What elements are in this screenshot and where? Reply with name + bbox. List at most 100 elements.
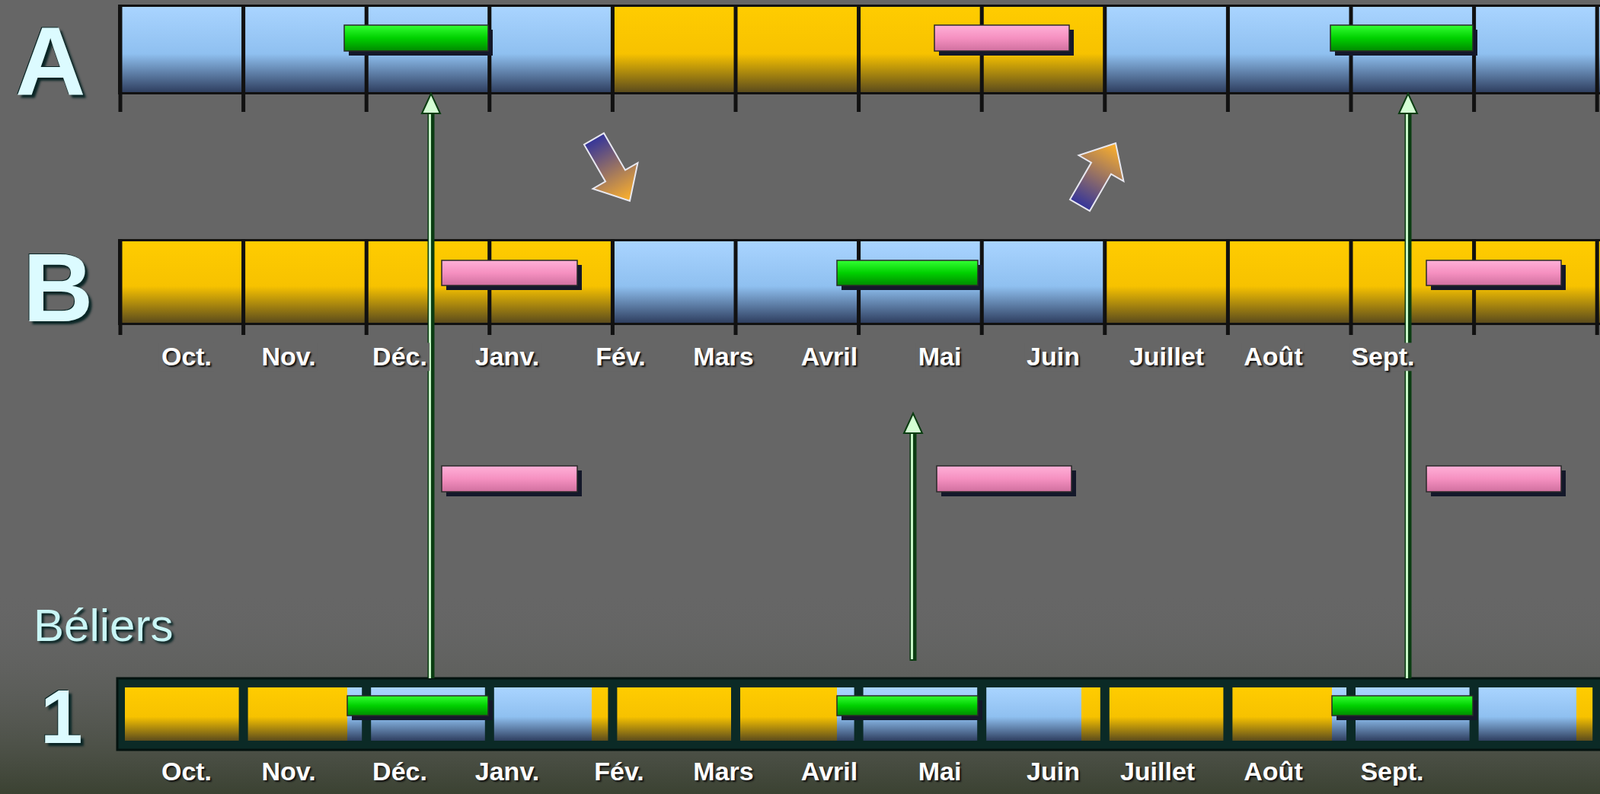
month-cell <box>1229 241 1350 323</box>
rams-cell <box>1232 687 1332 741</box>
month-label: Août <box>1241 342 1305 371</box>
rams-cell <box>494 687 592 741</box>
month-label: Mai <box>916 342 965 371</box>
rams-cell <box>1478 687 1577 741</box>
rams-cell <box>1109 687 1224 741</box>
month-tick <box>1102 6 1107 112</box>
month-tick <box>1595 241 1600 336</box>
month-label: Déc. <box>370 342 430 371</box>
green-period <box>1331 696 1473 716</box>
green-period <box>347 696 489 716</box>
month-tick <box>1349 6 1354 112</box>
month-label: Mars <box>690 342 756 371</box>
month-label: Août <box>1241 757 1305 786</box>
month-tick <box>1102 241 1107 336</box>
month-tick <box>1472 6 1476 112</box>
month-cell <box>613 6 735 93</box>
month-cell <box>613 241 735 323</box>
arrow-highlight <box>910 430 914 660</box>
group-heading: Béliers <box>33 603 173 649</box>
rams-cell <box>1081 687 1101 741</box>
green-period <box>1330 25 1473 52</box>
month-label: Juillet <box>1117 757 1198 786</box>
rams-cell <box>591 687 608 741</box>
row-letter: 1 <box>40 678 84 755</box>
rams-cell <box>1576 687 1593 741</box>
month-cell <box>1106 241 1227 323</box>
month-tick <box>734 241 738 336</box>
row-letter: A <box>15 12 86 111</box>
arrow-head <box>903 413 923 434</box>
pink-period <box>441 466 578 492</box>
month-tick <box>734 6 738 112</box>
month-cell <box>121 6 243 93</box>
month-cell <box>491 6 612 93</box>
arrow-head <box>1398 93 1418 114</box>
month-label: Oct. <box>159 757 214 786</box>
month-cell <box>983 241 1104 323</box>
month-label: Oct. <box>159 342 214 371</box>
month-label: Juin <box>1024 342 1083 371</box>
month-tick <box>364 6 369 112</box>
vertical-arrow <box>1398 93 1418 679</box>
rams-cell <box>616 687 732 741</box>
month-label: Avril <box>798 342 860 371</box>
month-cell <box>1475 6 1597 93</box>
pink-period <box>1426 260 1562 286</box>
month-label: Fév. <box>591 757 647 786</box>
season-arrow-up <box>1057 130 1139 218</box>
month-tick <box>1226 241 1230 336</box>
month-tick <box>118 6 123 112</box>
month-label: Nov. <box>258 757 318 786</box>
rams-cell <box>740 687 837 741</box>
month-tick <box>980 6 984 112</box>
arrow-shaft <box>910 430 917 662</box>
month-label: Mars <box>690 757 756 786</box>
month-label: Sept. <box>1357 757 1426 786</box>
month-label: Mai <box>916 757 965 786</box>
month-tick <box>241 241 246 336</box>
band-b <box>118 239 1600 336</box>
pink-period <box>936 466 1072 492</box>
month-label: Fév. <box>593 342 649 371</box>
season-arrow-down <box>571 125 653 214</box>
arrow-shaft <box>1405 110 1412 679</box>
pink-period <box>1426 466 1562 492</box>
rams-cell <box>986 687 1082 741</box>
rams-band: Béliers1 <box>117 678 1600 751</box>
month-tick <box>118 241 123 336</box>
month-tick <box>610 6 615 112</box>
calendar-band: A <box>120 5 1600 94</box>
calendar-band: B <box>120 239 1600 325</box>
month-label: Janv. <box>472 342 542 371</box>
month-label: Nov. <box>258 342 318 371</box>
arrow-shaft <box>427 110 435 679</box>
arrow-head <box>421 93 441 114</box>
rams-cell <box>248 687 348 741</box>
green-period <box>836 696 978 716</box>
rams-cell <box>124 687 240 741</box>
month-tick <box>1349 241 1354 336</box>
month-cell <box>737 6 858 93</box>
row-letter: B <box>22 239 93 337</box>
pink-period <box>441 260 578 286</box>
arrow-highlight <box>428 110 432 679</box>
month-label: Juin <box>1024 757 1083 786</box>
month-cell <box>1106 6 1227 93</box>
month-label: Sept. <box>1348 342 1417 371</box>
month-cell <box>245 241 366 323</box>
month-tick <box>487 6 492 112</box>
month-tick <box>856 6 861 112</box>
month-label: Juillet <box>1127 342 1207 371</box>
month-tick <box>610 241 615 336</box>
month-tick <box>1226 6 1230 112</box>
green-period <box>344 25 489 52</box>
band-a <box>118 4 1600 112</box>
month-label: Déc. <box>370 757 430 786</box>
month-cell <box>121 241 243 323</box>
month-tick <box>364 241 369 336</box>
month-label: Janv. <box>472 757 542 786</box>
rams-band-frame <box>117 678 1600 751</box>
